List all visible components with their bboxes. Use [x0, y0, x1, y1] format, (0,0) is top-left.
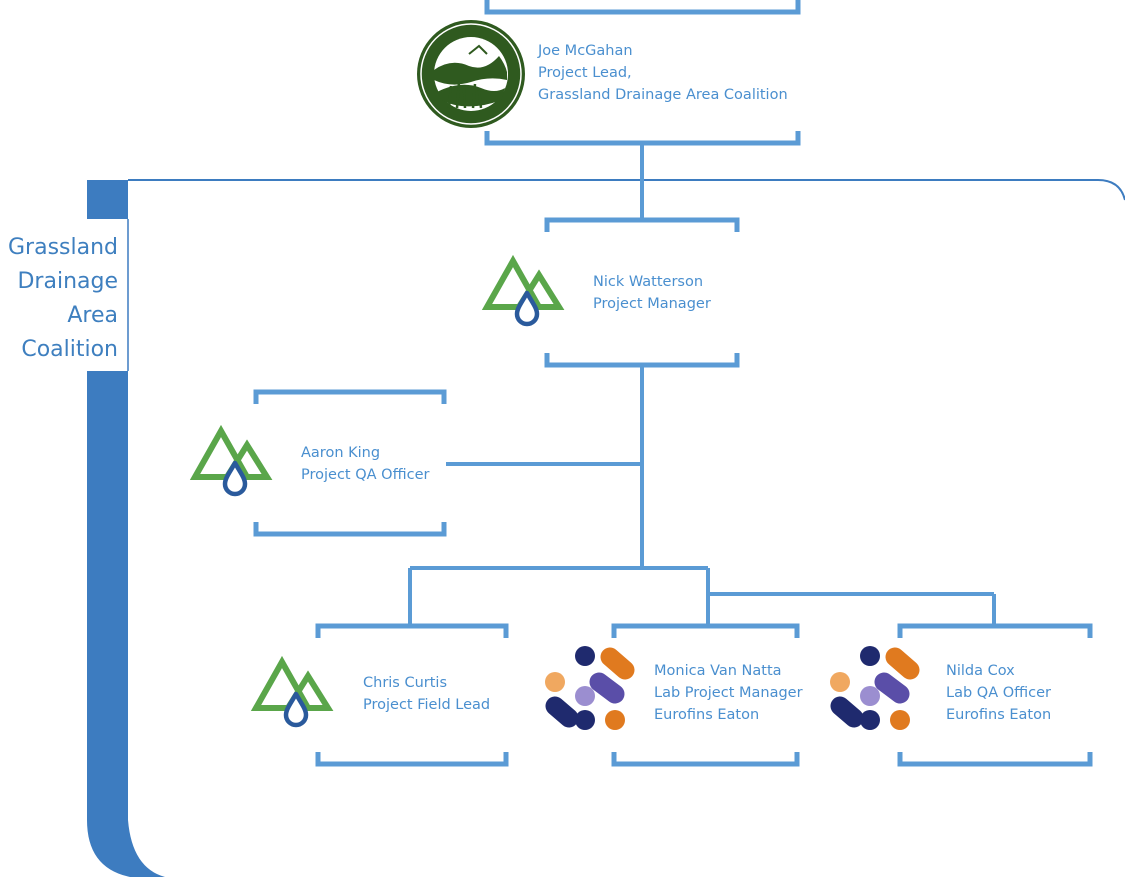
person-chris-curtis: Chris Curtis Project Field Lead	[363, 672, 490, 716]
person-name: Chris Curtis	[363, 675, 448, 691]
person-role: Project Field Lead	[363, 697, 491, 713]
person-joe-mcgahan: Joe McGahan Project Lead, Grassland Drai…	[538, 40, 788, 106]
person-org: Grassland Drainage Area Coalition	[538, 87, 788, 103]
coalition-side-label: Grassland Drainage Area Coalition	[8, 231, 118, 367]
person-role: Project Manager	[593, 296, 711, 312]
coalition-frame	[86, 179, 1125, 877]
connector-lines	[408, 142, 996, 628]
person-name: Aaron King	[301, 445, 381, 461]
side-label-line: Area	[67, 303, 118, 328]
side-label-line: Drainage	[17, 269, 118, 294]
person-name: Nick Watterson	[593, 274, 704, 290]
person-aaron-king: Aaron King Project QA Officer	[301, 442, 429, 486]
person-role: Lab Project Manager	[654, 685, 803, 701]
person-name: Monica Van Natta	[654, 663, 782, 679]
side-label-line: Coalition	[21, 337, 118, 362]
person-org: Eurofins Eaton	[654, 707, 760, 723]
person-org: Eurofins Eaton	[946, 707, 1052, 723]
person-name: Joe McGahan	[538, 43, 633, 59]
eurofins-dots-icon-monica	[545, 646, 625, 730]
person-role: Project Lead,	[538, 65, 632, 81]
person-monica-van-natta: Monica Van Natta Lab Project Manager Eur…	[654, 660, 803, 726]
person-nilda-cox: Nilda Cox Lab QA Officer Eurofins Eaton	[946, 660, 1051, 726]
mountain-drop-icon-aaron	[195, 431, 267, 494]
mountain-drop-icon-nick	[487, 261, 559, 324]
person-role: Lab QA Officer	[946, 685, 1052, 701]
box-brackets	[253, 0, 1093, 767]
person-role: Project QA Officer	[301, 467, 430, 483]
person-name: Nilda Cox	[946, 663, 1015, 679]
gdac-seal-icon	[417, 20, 525, 128]
mountain-drop-icon-chris	[256, 662, 328, 725]
side-label-line: Grassland	[8, 235, 118, 260]
eurofins-dots-icon-nilda	[830, 646, 910, 730]
person-nick-watterson: Nick Watterson Project Manager	[593, 271, 711, 315]
